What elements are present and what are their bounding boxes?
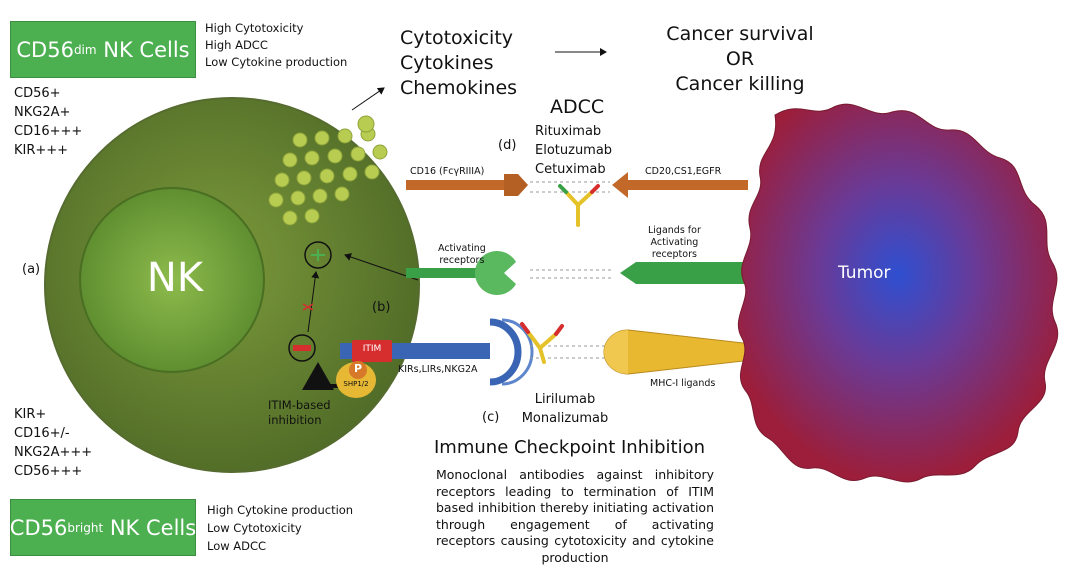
marker-item: CD56+ xyxy=(14,86,61,101)
output-item: Chemokines xyxy=(400,77,518,99)
outcome-item: OR xyxy=(725,48,755,70)
cytotoxicity-output-arrow xyxy=(351,87,385,111)
cd56-dim-title-main: CD56 xyxy=(16,37,74,62)
property-item: Low Cytotoxicity xyxy=(207,521,302,535)
drug-item: Monalizumab xyxy=(521,411,609,426)
drug-item: Rituximab xyxy=(535,124,602,139)
nk-label: NK xyxy=(146,255,204,301)
panel-label-b: (b) xyxy=(372,300,391,315)
adcc-drugs: Rituximab Elotuzumab Cetuximab xyxy=(535,122,612,179)
cd56-dim-title-rest: NK Cells xyxy=(96,37,190,62)
signal-integration-circle xyxy=(304,241,332,269)
checkpoint-title: Immune Checkpoint Inhibition xyxy=(434,437,706,458)
cd16-label: CD16 (FcγRIIIA) xyxy=(410,166,485,177)
inhibition-circle xyxy=(288,334,316,362)
tumor-label: Tumor xyxy=(838,263,891,283)
activating-ligand-label-line: Activating xyxy=(650,237,699,248)
phosphate-circle xyxy=(349,361,367,379)
marker-item: NKG2A+++ xyxy=(14,445,93,460)
cd56-bright-properties: High Cytokine production Low Cytotoxicit… xyxy=(207,501,353,555)
marker-item: KIR+++ xyxy=(14,143,69,158)
checkpoint-antibody xyxy=(520,322,564,364)
property-item: High Cytokine production xyxy=(207,503,354,517)
inhibition-to-signal-arrow xyxy=(307,271,320,333)
cd56-dim-properties: High Cytotoxicity High ADCC Low Cytokine… xyxy=(205,20,347,71)
inhibitory-receptor-label: KIRs,LIRs,NKG2A xyxy=(398,364,478,375)
adcc-antibody xyxy=(558,184,600,227)
activating-receptor-label: Activating receptors xyxy=(438,243,486,267)
tumor-antigen xyxy=(612,172,748,198)
cancer-outcome: Cancer survival OR Cancer killing xyxy=(650,22,830,97)
checkpoint-drugs: Lirilumab Monalizumab xyxy=(510,390,620,428)
marker-item: CD16+/- xyxy=(14,426,70,441)
itim-motif xyxy=(352,340,392,362)
mhc-ligand-label: MHC-I ligands xyxy=(650,378,716,389)
marker-item: KIR+ xyxy=(14,407,47,422)
activating-receptor-label-line: Activating xyxy=(438,243,486,254)
itim-label: ITIM xyxy=(362,344,382,354)
itim-arrow xyxy=(302,362,346,390)
panel-label-c: (c) xyxy=(482,410,500,425)
itim-caption: ITIM-based inhibition xyxy=(268,398,331,428)
activating-ligand-label: Ligands for Activating receptors xyxy=(648,225,701,261)
shp-label: SHP1/2 xyxy=(343,380,369,388)
itim-caption-line: inhibition xyxy=(268,413,322,427)
panel-label-d: (d) xyxy=(498,138,517,153)
cd56-bright-title-sup: bright xyxy=(67,520,104,535)
property-item: High ADCC xyxy=(205,38,268,52)
cd16-receptor xyxy=(406,174,528,196)
activating-ligand-label-line: Ligands for xyxy=(648,225,701,236)
checkpoint-description: Monoclonal antibodies against inhibitory… xyxy=(436,467,714,565)
activating-receptor-label-line: receptors xyxy=(439,255,485,266)
cd56-dim-markers: CD56+ NKG2A+ CD16+++ KIR+++ xyxy=(14,84,82,160)
nk-outputs: Cytotoxicity Cytokines Chemokines xyxy=(400,26,517,101)
tumor-cell xyxy=(737,103,1059,483)
cytotoxic-granules xyxy=(268,115,388,226)
drug-item: Elotuzumab xyxy=(535,143,613,158)
cd56-bright-markers: KIR+ CD16+/- NKG2A+++ CD56+++ xyxy=(14,405,92,481)
marker-item: CD16+++ xyxy=(14,124,83,139)
cd56-bright-title-main: CD56 xyxy=(9,515,68,540)
itim-caption-line: ITIM-based xyxy=(268,398,331,412)
cd56-dim-title-sup: dim xyxy=(73,42,97,57)
activation-arrow xyxy=(344,253,419,281)
marker-item: CD56+++ xyxy=(14,464,83,479)
output-item: Cytokines xyxy=(400,52,494,74)
marker-item: NKG2A+ xyxy=(14,105,71,120)
panel-label-a: (a) xyxy=(22,262,41,277)
outcome-item: Cancer survival xyxy=(666,23,814,45)
tumor-targets-label: CD20,CS1,EGFR xyxy=(645,166,722,177)
outcome-item: Cancer killing xyxy=(675,73,805,95)
output-item: Cytotoxicity xyxy=(400,27,514,49)
property-item: Low Cytokine production xyxy=(205,55,348,69)
activating-receptor xyxy=(406,251,516,296)
mhc-ligand xyxy=(603,329,771,375)
phosphate-label: P xyxy=(353,362,363,375)
property-item: Low ADCC xyxy=(207,539,267,553)
adcc-title: ADCC xyxy=(550,96,605,118)
nk-nucleus xyxy=(79,187,265,373)
cd56-bright-title-rest: NK Cells xyxy=(103,515,197,540)
drug-item: Cetuximab xyxy=(535,162,606,177)
property-item: High Cytotoxicity xyxy=(205,21,304,35)
drug-item: Lirilumab xyxy=(534,392,596,407)
activating-ligand xyxy=(620,262,760,284)
activating-ligand-label-line: receptors xyxy=(651,249,697,260)
